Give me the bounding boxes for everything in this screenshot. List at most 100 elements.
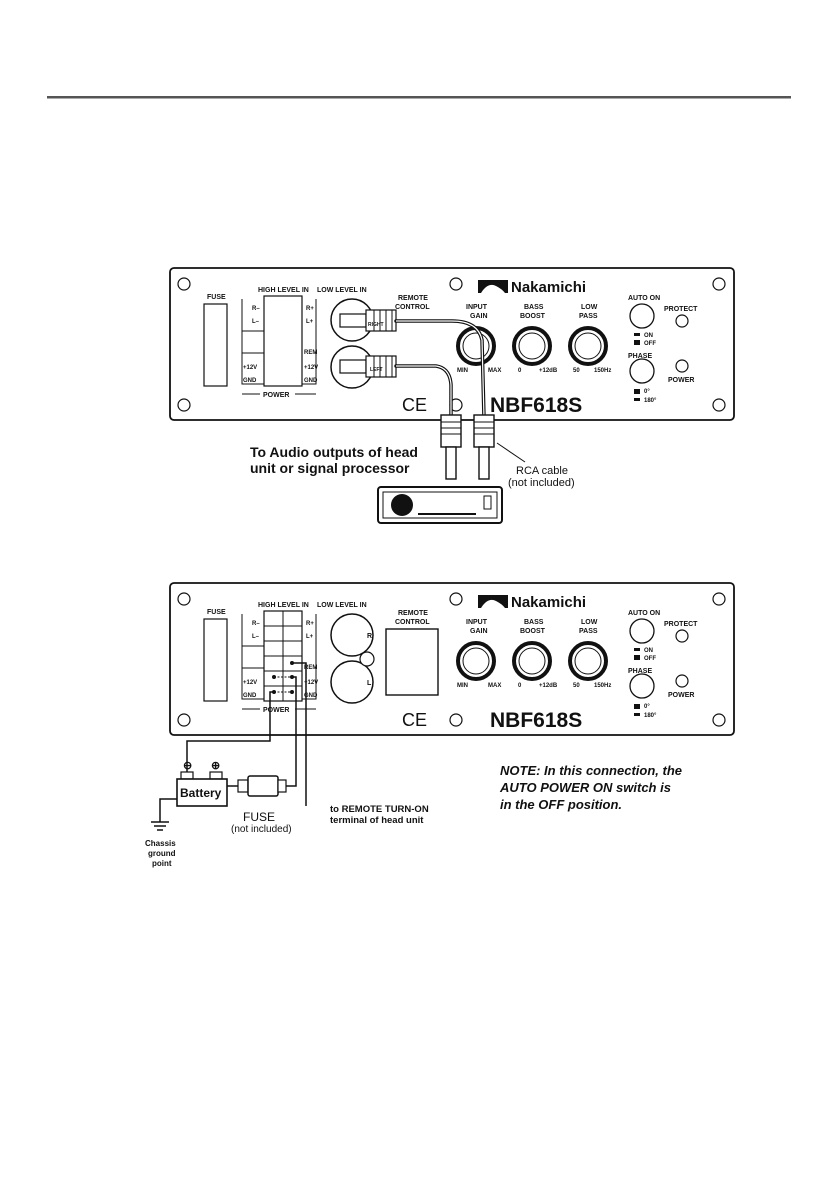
panel-text: REMOTE xyxy=(398,295,428,302)
panel-text: OFF xyxy=(644,341,656,347)
panel-text: GND xyxy=(243,378,257,384)
amplifier-panel-1: FUSE HIGH LEVEL IN R– L– +12V GND R+ L+ … xyxy=(169,267,735,421)
panel-text: FUSE xyxy=(207,609,226,616)
panel-text: Nakamichi xyxy=(511,594,586,611)
remote-control-port xyxy=(385,628,439,696)
panel-text: point xyxy=(152,859,172,868)
panel-text: R– xyxy=(252,621,260,627)
fuse-holder xyxy=(203,303,228,387)
head-unit xyxy=(377,486,503,524)
panel-text: in the OFF position. xyxy=(500,797,622,812)
panel-text: 0 xyxy=(518,683,522,689)
bass-boost-knob xyxy=(512,326,552,366)
panel-text: GAIN xyxy=(470,313,488,320)
panel-text: L– xyxy=(252,634,260,640)
panel-text: +12V xyxy=(304,680,318,686)
panel-text: LOW xyxy=(581,304,598,311)
panel-text: 150Hz xyxy=(594,683,611,689)
low-pass-knob xyxy=(568,326,608,366)
panel-text: L+ xyxy=(306,634,314,640)
panel-text: L xyxy=(367,680,372,687)
panel-text: GND xyxy=(304,378,318,384)
note-text: NOTE: In this connection, the xyxy=(500,763,682,778)
panel-text: BASS xyxy=(524,304,544,311)
power-led xyxy=(675,359,689,373)
panel-text: PASS xyxy=(579,628,598,635)
panel-text: MAX xyxy=(488,368,501,374)
high-level-connector xyxy=(263,295,303,387)
fuse-callout: FUSE xyxy=(243,810,275,824)
panel-text: L– xyxy=(252,319,260,325)
panel-text: BOOST xyxy=(520,313,546,320)
panel-text: L+ xyxy=(306,319,314,325)
panel-text: 180° xyxy=(644,398,657,404)
audio-outputs-callout: To Audio outputs of head xyxy=(250,444,418,460)
panel-text: PHASE xyxy=(628,353,652,360)
panel-text: BOOST xyxy=(520,628,546,635)
panel-text: NBF618S xyxy=(490,709,582,732)
panel-text: CONTROL xyxy=(395,619,430,626)
panel-text: Nakamichi xyxy=(511,279,586,296)
rca-cable-label: RCA cable xyxy=(516,465,568,477)
panel-text: OFF xyxy=(644,656,656,662)
panel-text: PROTECT xyxy=(664,306,698,313)
panel-text: HIGH LEVEL IN xyxy=(258,602,309,609)
rca-plug-left: LEFT xyxy=(339,355,397,378)
panel-text: R xyxy=(367,633,372,640)
panel-text: +12V xyxy=(243,680,257,686)
panel-text: LOW xyxy=(581,619,598,626)
panel-text: GND xyxy=(243,693,257,699)
fuse-holder-2 xyxy=(203,618,228,702)
panel-text: INPUT xyxy=(466,619,488,626)
panel-text: 50 xyxy=(573,683,580,689)
panel-text: GAIN xyxy=(470,628,488,635)
panel-text: RIGHT xyxy=(368,322,384,328)
panel-text: +12dB xyxy=(539,683,558,689)
brand-logo-2: Nakamichi xyxy=(478,594,586,611)
panel-text: 0° xyxy=(644,389,650,395)
panel-text: AUTO ON xyxy=(628,295,660,302)
panel-text: AUTO ON xyxy=(628,610,660,617)
rca-input-left-2 xyxy=(330,660,374,704)
inline-fuse xyxy=(237,775,287,797)
rca-plug-ends xyxy=(440,414,495,480)
panel-text: 180° xyxy=(644,713,657,719)
battery: Battery xyxy=(176,771,228,807)
panel-text: POWER xyxy=(668,692,694,699)
panel-text: CE xyxy=(402,710,427,730)
panel-text: REMOTE xyxy=(398,610,428,617)
panel-text: MIN xyxy=(457,683,468,689)
auto-on-switch xyxy=(629,303,655,329)
panel-text: (not included) xyxy=(508,477,575,489)
panel-text: Battery xyxy=(180,786,222,800)
panel-text: ON xyxy=(644,333,653,339)
protect-led xyxy=(675,314,689,328)
remote-turn-on-callout: to REMOTE TURN-ON xyxy=(330,804,429,815)
panel-text: unit or signal processor xyxy=(250,460,410,476)
panel-text: R– xyxy=(252,306,260,312)
ce-mark: CE xyxy=(402,395,427,415)
model-label: NBF618S xyxy=(490,394,582,417)
rca-input-right-2 xyxy=(330,613,374,657)
top-rule xyxy=(47,96,791,99)
panel-text: REM xyxy=(304,350,317,356)
panel-text: R+ xyxy=(306,306,314,312)
high-level-in-label: HIGH LEVEL IN xyxy=(258,287,309,294)
panel-text: LOW LEVEL IN xyxy=(317,602,367,609)
panel-text: PHASE xyxy=(628,668,652,675)
panel-text: ground xyxy=(148,849,176,858)
panel-text: POWER xyxy=(263,707,289,714)
input-gain-knob xyxy=(456,326,496,366)
brand-logo: Nakamichi xyxy=(478,279,586,296)
panel-text: ON xyxy=(644,648,653,654)
panel-text: BASS xyxy=(524,619,544,626)
panel-text: LEFT xyxy=(370,367,383,373)
panel-text: 0 xyxy=(518,368,522,374)
panel-text: POWER xyxy=(668,377,694,384)
panel-text: MAX xyxy=(488,683,501,689)
amplifier-panel-2: FUSE HIGH LEVEL IN R– L– +12V GND R+ L+ … xyxy=(169,582,735,736)
battery-negative-symbol: ⊖ xyxy=(183,760,192,772)
panel-text: MIN xyxy=(457,368,468,374)
panel-text: AUTO POWER ON switch is xyxy=(499,780,671,795)
